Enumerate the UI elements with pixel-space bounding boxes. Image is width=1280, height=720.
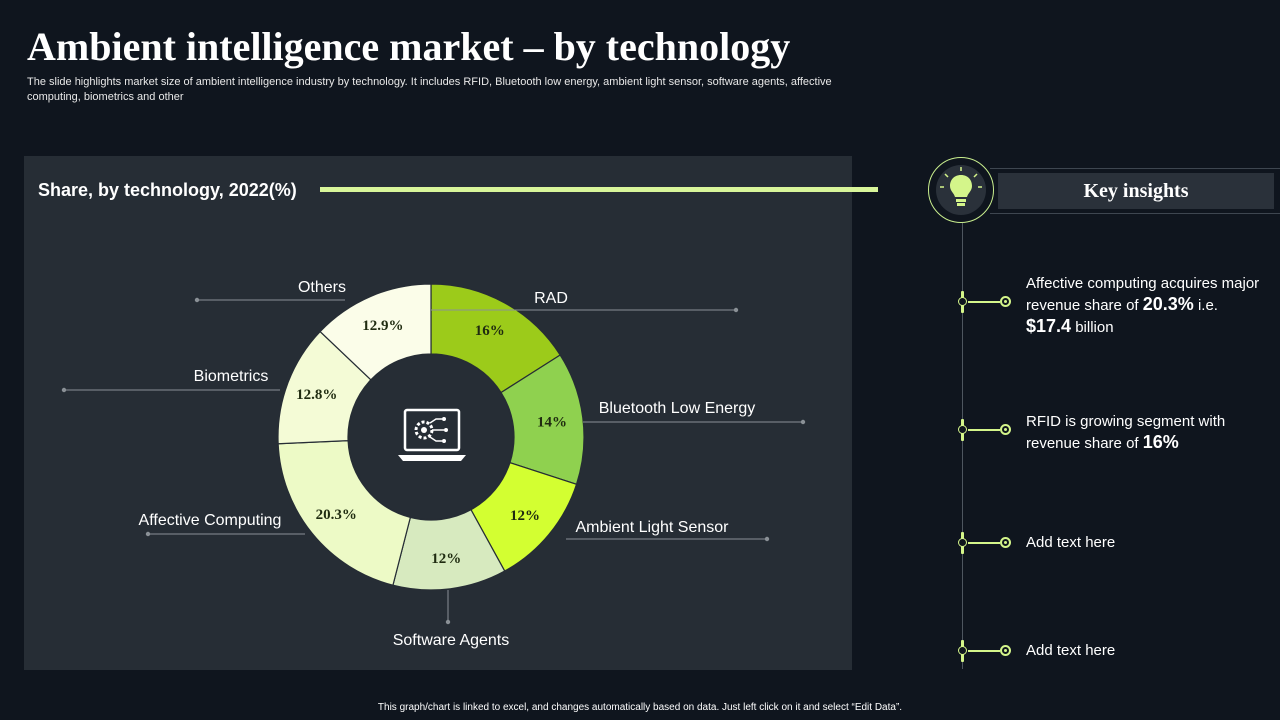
slice-percent-label: 12.8% <box>296 387 337 403</box>
leader-dot <box>61 387 67 393</box>
key-insights-header: Key insights <box>998 173 1274 209</box>
timeline-node <box>958 646 967 655</box>
timeline-connector <box>968 429 1000 431</box>
slice-category-label: Biometrics <box>194 368 269 385</box>
insight-text: RFID is growing segment with revenue sha… <box>1026 413 1226 452</box>
leader-dot <box>764 536 770 542</box>
timeline-node <box>958 297 967 306</box>
donut-slice-others <box>319 283 432 381</box>
leader-dot <box>800 419 806 425</box>
leader-dot <box>445 619 451 625</box>
slice-category-label: Affective Computing <box>139 512 282 529</box>
slice-percent-label: 12% <box>431 551 461 567</box>
leader-dot <box>733 307 739 313</box>
slice-category-label: RAD <box>534 290 568 307</box>
lightbulb-icon <box>936 165 986 215</box>
insight-item-3: Add text here <box>1026 534 1116 551</box>
slice-percent-label: 14% <box>537 415 567 431</box>
chart-title-underline <box>320 187 878 192</box>
insights-timeline <box>962 223 963 669</box>
timeline-endpoint <box>1000 645 1011 656</box>
insights-header-rule <box>990 213 1280 214</box>
slice-percent-labels: 16% 14% 12% 12% 20.3% 12.8% 12.9% <box>296 318 567 567</box>
leader-dot <box>145 531 151 537</box>
slide-footer-note: This graph/chart is linked to excel, and… <box>377 702 903 713</box>
insight-text: billion <box>1071 319 1114 336</box>
slide-subtitle: The slide highlights market size of ambi… <box>27 76 832 103</box>
insight-text: Affective computing acquires major reven… <box>1026 275 1260 314</box>
insight-item-2: RFID is growing segment with revenue sha… <box>1026 412 1266 454</box>
slice-percent-label: 20.3% <box>316 507 357 523</box>
insight-item-1: Affective computing acquires major reven… <box>1026 274 1266 338</box>
insight-highlight: 16% <box>1142 432 1179 452</box>
chart-title: Share, by technology, 2022(%) <box>38 180 297 200</box>
laptop-chip-icon <box>398 408 466 461</box>
slice-percent-label: 12.9% <box>362 318 403 334</box>
timeline-node <box>958 538 967 547</box>
donut-slice-affective-computing <box>277 440 412 586</box>
slice-category-label: Others <box>298 279 346 296</box>
timeline-connector <box>968 650 1000 652</box>
slice-percent-label: 12% <box>510 508 540 524</box>
timeline-connector <box>968 542 1000 544</box>
timeline-endpoint <box>1000 296 1011 307</box>
leader-dot <box>194 297 200 303</box>
insights-header-rule <box>990 168 1280 169</box>
slide-title: Ambient intelligence market – by technol… <box>27 24 791 69</box>
slice-category-label: Bluetooth Low Energy <box>599 400 756 417</box>
insight-text: i.e. <box>1193 297 1218 314</box>
slice-percent-label: 16% <box>475 323 505 339</box>
insight-highlight: 20.3% <box>1142 294 1194 314</box>
timeline-endpoint <box>1000 537 1011 548</box>
donut-chart: 16% 14% 12% 12% 20.3% 12.8% 12.9% RAD Bluetooth… <box>61 279 806 649</box>
timeline-endpoint <box>1000 424 1011 435</box>
slice-category-label: Ambient Light Sensor <box>576 519 730 536</box>
insight-item-4: Add text here <box>1026 642 1116 659</box>
insight-highlight: $17.4 <box>1026 316 1072 336</box>
timeline-connector <box>968 301 1000 303</box>
timeline-node <box>958 425 967 434</box>
insights-icon-ring <box>928 157 994 223</box>
donut-slices <box>277 283 585 591</box>
label-leader-lines <box>61 297 806 625</box>
slice-category-label: Software Agents <box>393 632 510 649</box>
